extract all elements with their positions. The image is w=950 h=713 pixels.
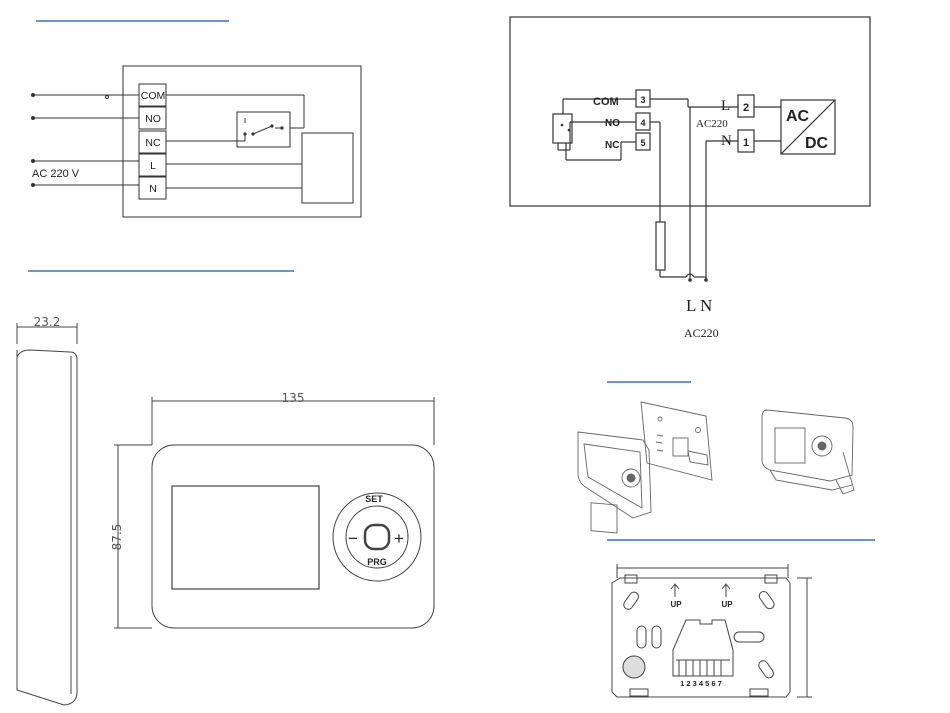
terminal-num-5: 5 [640,138,645,148]
backplate-up-label-right: UP [721,600,733,609]
terminal-label-b-com: COM [593,96,619,108]
terminal-num-3: 3 [640,95,645,105]
terminal-label-n: N [149,183,157,195]
converter-label-ac: AC [786,108,810,125]
prg-button-label: PRG [367,557,387,567]
wiring-diagram-a [33,66,361,217]
front-view [114,397,434,628]
terminal-num-4: 4 [640,118,645,128]
terminal-label-b-no: NO [605,118,620,129]
terminal-label-b-nc: NC [605,140,619,151]
terminal-label-nc: NC [145,137,161,149]
side-profile [17,323,77,705]
backplate-terminal-numbers: 1 2 3 4 5 6 7 [680,679,722,688]
dimension-width: 135 [282,391,305,405]
minus-button-label: − [348,529,358,548]
bottom-label-ac220: AC220 [684,326,719,340]
plus-button-label: + [394,529,404,548]
dimension-depth: 23.2 [34,315,61,329]
set-button-label: SET [365,494,383,504]
power-label-l: L [721,98,730,114]
converter-label-dc: DC [805,135,829,152]
bottom-label-n: N [700,296,712,315]
supply-label-a: AC 220 V [32,168,80,180]
backplate-up-label-left: UP [670,600,682,609]
installation-illustration [578,402,854,533]
backplate-terminal-pins [679,660,721,676]
wiring-b-dots [561,124,708,282]
bottom-label-l: L [686,296,696,315]
power-terminal-num-1: 1 [743,137,749,149]
backplate [612,564,812,697]
terminal-label-l: L [150,160,156,172]
dimension-height: 87.5 [110,524,124,551]
power-label-n: N [721,133,732,149]
power-terminal-num-2: 2 [743,102,749,114]
terminal-label-no: NO [145,113,161,125]
supply-label-b: AC220 [696,118,728,130]
terminal-label-com: COM [141,90,166,102]
